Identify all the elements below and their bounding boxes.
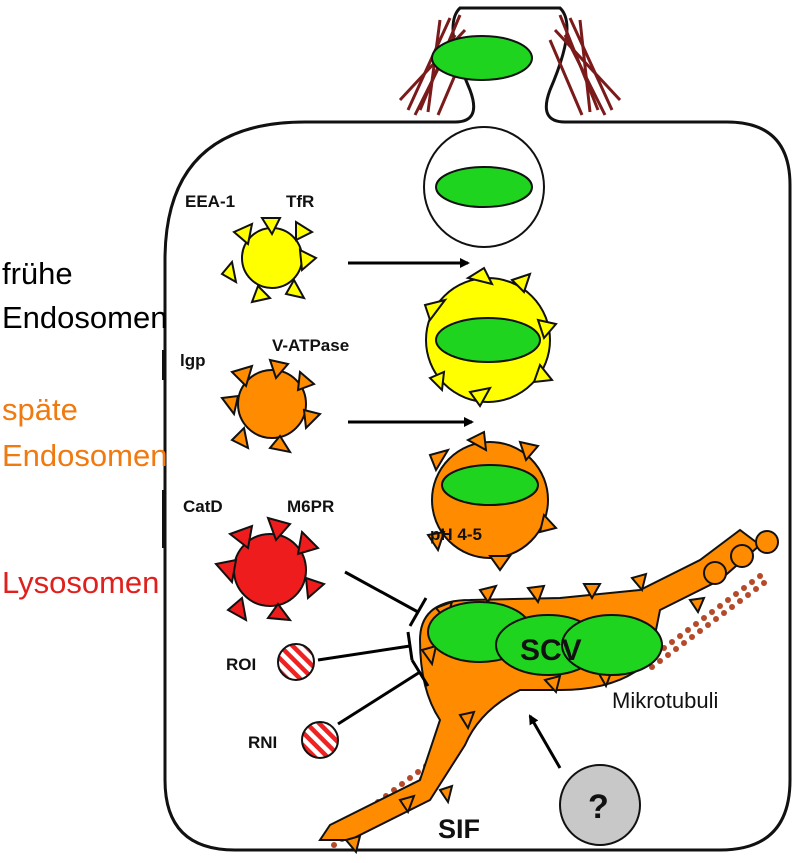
eea1-label: EEA-1: [185, 192, 235, 211]
mikrotubuli-label: Mikrotubuli: [612, 688, 718, 713]
early-endosomes-line1: frühe: [2, 256, 73, 291]
inhibition-rni: [337, 659, 430, 726]
early-endosomes-label: frühe Endosomen: [2, 256, 167, 335]
late-endosomes-label: späte Endosomen: [2, 392, 167, 473]
lysosomes-label: Lysosomen: [2, 565, 159, 600]
tfr-label: TfR: [286, 192, 314, 211]
ph-label: pH 4-5: [430, 525, 482, 544]
v-atpase-label: V-ATPase: [272, 336, 349, 355]
roi-label: ROI: [226, 655, 256, 674]
arrow-unknown-to-sif: [528, 714, 562, 769]
scv-label: SCV: [520, 634, 582, 667]
early-scv: [423, 266, 558, 408]
late-scv: [426, 430, 558, 572]
actin-filaments-right: [548, 14, 622, 116]
roi-symbol: [277, 643, 315, 681]
m6pr-label: M6PR: [287, 497, 334, 516]
bacterium-entering: [431, 35, 533, 81]
rni-label: RNI: [248, 733, 277, 752]
early-endosomes-line2: Endosomen: [2, 300, 167, 335]
unknown-label: ?: [588, 788, 609, 826]
late-endosomes-line2: Endosomen: [2, 438, 167, 473]
inhibition-roi: [317, 631, 414, 662]
scv-sif-network: [318, 528, 779, 855]
bacterium-in-vacuole: [435, 166, 533, 208]
late-endosomes-line1: späte: [2, 392, 78, 427]
late-endosome: [220, 358, 322, 454]
unknown-factor: [559, 764, 641, 846]
lysosome: [214, 516, 326, 622]
inhibition-lysosome: [344, 570, 428, 627]
lgp-label: lgp: [180, 351, 206, 370]
sif-label: SIF: [438, 814, 480, 844]
rni-symbol: [301, 721, 339, 759]
early-endosome: [220, 217, 318, 304]
catd-label: CatD: [183, 497, 223, 516]
